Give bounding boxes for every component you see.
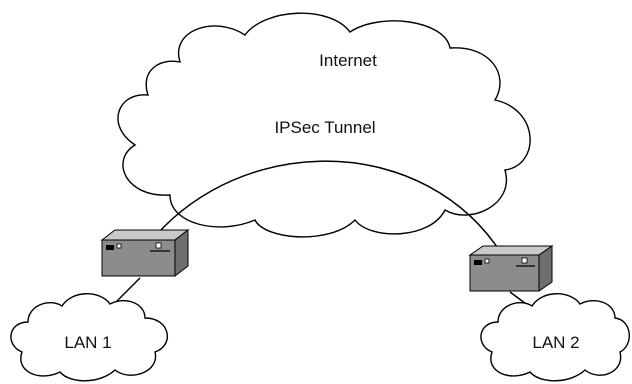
internet-cloud: Internet [117, 12, 531, 238]
vpn-router-right [468, 245, 554, 292]
ipsec-tunnel-label: IPSec Tunnel [274, 118, 375, 137]
internet-label: Internet [319, 51, 377, 70]
lan2-cloud: LAN 2 [480, 293, 630, 382]
lan1-label: LAN 1 [64, 333, 111, 352]
lan1-cloud: LAN 1 [10, 293, 168, 382]
vpn-router-left [100, 228, 190, 278]
ipsec-tunnel-arc [129, 160, 511, 273]
lan2-label: LAN 2 [532, 333, 579, 352]
